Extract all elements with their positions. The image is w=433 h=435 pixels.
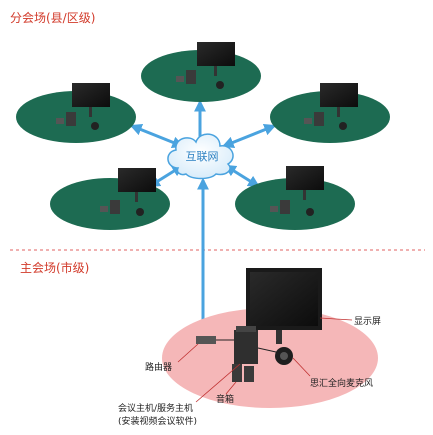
connection-arrows [129,99,277,320]
router-icon [100,206,108,212]
display-icon [286,166,324,190]
main-section-title: 主会场(市级) [20,260,89,275]
display-icon [197,42,235,66]
main-host-top [236,326,256,332]
main-speaker-icon-2 [244,366,254,382]
display-icon [320,83,358,107]
router-icon [304,118,312,124]
main-display-stand [276,330,282,344]
router-icon [176,76,184,82]
main-speaker-icon [232,364,242,382]
branch-site-right-upper [270,83,390,143]
arrow-to-right-upper-site [221,123,277,149]
microphone-icon [306,208,314,216]
branch-ellipse [270,91,390,143]
microphone-icon [339,122,347,130]
leader-speaker [225,381,237,395]
display-stand [337,107,340,117]
label-router: 路由器 [145,361,172,373]
display-stand [89,107,92,117]
router-icon [270,206,278,212]
main-router-icon [196,336,216,344]
microphone-icon [91,122,99,130]
main-display-icon [250,272,318,326]
label-speaker: 音箱 [216,393,234,405]
branch-section-title: 分会场(县/区级) [10,11,95,25]
display-stand [214,66,217,76]
host-icon [186,70,196,84]
branch-site-top [141,42,261,102]
main-site: 显示屏 思汇全向麦克风 路由器 音箱 会议主机/服务主机 (安装视频会议软件) [118,268,381,427]
microphone-icon [216,81,224,89]
display-stand [303,190,306,200]
leader-microphone [292,357,311,377]
arrow-to-left-upper-site [129,123,185,149]
host-icon [314,112,324,126]
leader-display [319,317,353,321]
label-microphone: 思汇全向麦克风 [310,377,373,389]
branch-site-left-upper [16,83,136,143]
branch-site-right-lower [235,166,355,230]
display-stand [135,192,138,202]
main-host-icon [234,330,258,364]
cloud-label: 互联网 [186,150,219,163]
cable [257,347,277,353]
branch-ellipse [235,178,355,230]
label-display: 显示屏 [354,316,381,327]
router-icon [56,118,64,124]
host-icon [280,200,290,214]
display-icon [118,168,156,192]
arrow-to-right-lower-site [223,164,261,188]
microphone-icon [136,208,144,216]
label-host-line1: 会议主机/服务主机 [118,402,193,414]
main-site-ellipse [162,308,378,408]
cloud-icon [167,133,234,180]
internet-cloud: 互联网 [167,133,234,180]
label-host-line2: (安装视频会议软件) [118,415,197,427]
host-icon [66,112,76,126]
main-microphone-center [280,352,288,360]
host-icon [110,200,120,214]
branch-site-left-lower [50,168,170,230]
leader-host [195,363,241,403]
leader-router [177,343,199,363]
display-icon [72,83,110,107]
